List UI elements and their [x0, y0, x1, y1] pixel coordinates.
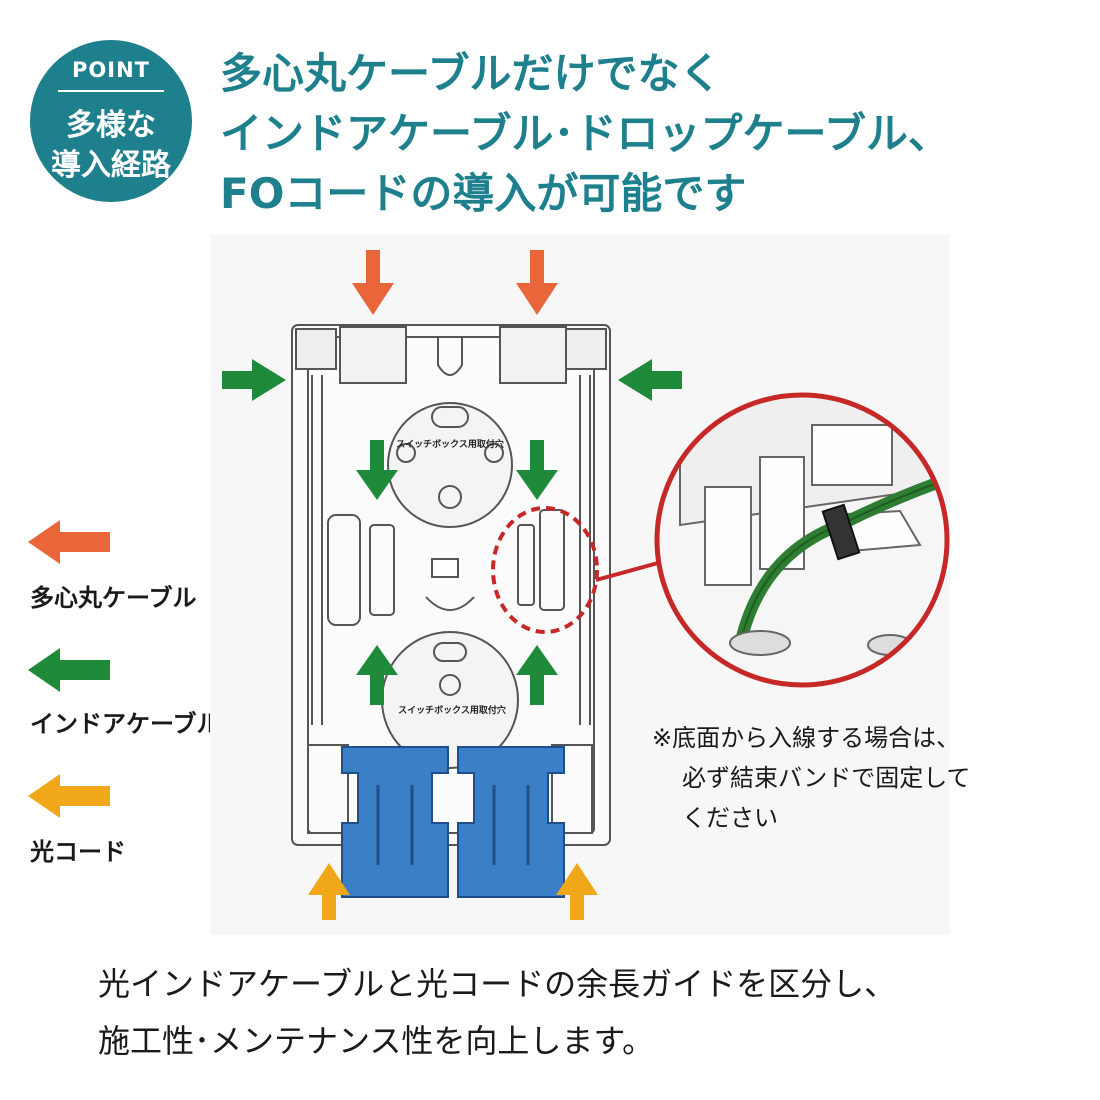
legend-label-optical-cord: 光コード: [30, 838, 126, 866]
indoor-cable-entry-arrow-right-side: [618, 359, 682, 401]
footer-line-2: 施工性･メンテナンス性を向上します。: [98, 1022, 655, 1060]
legend-label-indoor-cable: インドアケーブル: [30, 710, 221, 738]
cord-guide-right: [457, 746, 565, 898]
legend-label-multicore-round-cable: 多心丸ケーブル: [30, 584, 197, 612]
legend-arrow-optical-cord: [28, 774, 110, 818]
badge-point-text: POINT: [72, 58, 150, 82]
indoor-cable-entry-arrow-left-side: [222, 359, 286, 401]
footer-line-1: 光インドアケーブルと光コードの余長ガイドを区分し、: [98, 965, 897, 1003]
lower-mount-hole-label: スイッチボックス用取付穴: [398, 704, 506, 716]
indoor-cable-arrow-lower-right: [516, 645, 558, 705]
indoor-cable-arrow-upper-left: [356, 440, 398, 500]
note-line-2: 必ず結束バンドで固定して: [682, 764, 971, 792]
legend-arrows: [28, 520, 110, 818]
cord-guide-left: [341, 746, 449, 898]
legend-arrow-multicore-round-cable: [28, 520, 110, 564]
headline-line-3: FOコードの導入が可能です: [220, 169, 747, 218]
bottom-entry-note: ※底面から入線する場合は、 必ず結束バンドで固定して ください: [652, 718, 970, 838]
multicore-cable-entry-arrow-right: [516, 250, 558, 315]
optical-cord-entry-arrow-left: [308, 863, 350, 920]
multicore-cable-entry-arrow-left: [352, 250, 394, 315]
upper-mount-hole-label: スイッチボックス用取付穴: [396, 438, 504, 450]
headline-line-1: 多心丸ケーブルだけでなく: [220, 49, 722, 98]
note-line-3: ください: [682, 804, 778, 832]
badge-line-2: 導入経路: [51, 148, 171, 183]
footer-description: 光インドアケーブルと光コードの余長ガイドを区分し、 施工性･メンテナンス性を向上…: [98, 956, 896, 1070]
binding-band-highlight: [491, 506, 599, 634]
termination-box-diagram: スイッチボックス用取付穴 スイッチボックス用取付穴: [210, 235, 950, 935]
badge-line-1: 多様な: [66, 108, 156, 143]
legend-arrow-indoor-cable: [28, 648, 110, 692]
optical-cord-entry-arrow-right: [556, 863, 598, 920]
note-line-1: ※底面から入線する場合は、: [652, 724, 961, 752]
zoom-inset: [654, 392, 950, 688]
headline: 多心丸ケーブルだけでなく インドアケーブル･ドロップケーブル、 FOコードの導入…: [220, 44, 950, 224]
indoor-cable-arrow-lower-left: [356, 645, 398, 705]
indoor-cable-arrow-upper-right: [516, 440, 558, 500]
badge-divider: [58, 90, 164, 92]
headline-line-2: インドアケーブル･ドロップケーブル、: [220, 109, 950, 158]
point-badge: POINT 多様な 導入経路: [30, 40, 192, 202]
